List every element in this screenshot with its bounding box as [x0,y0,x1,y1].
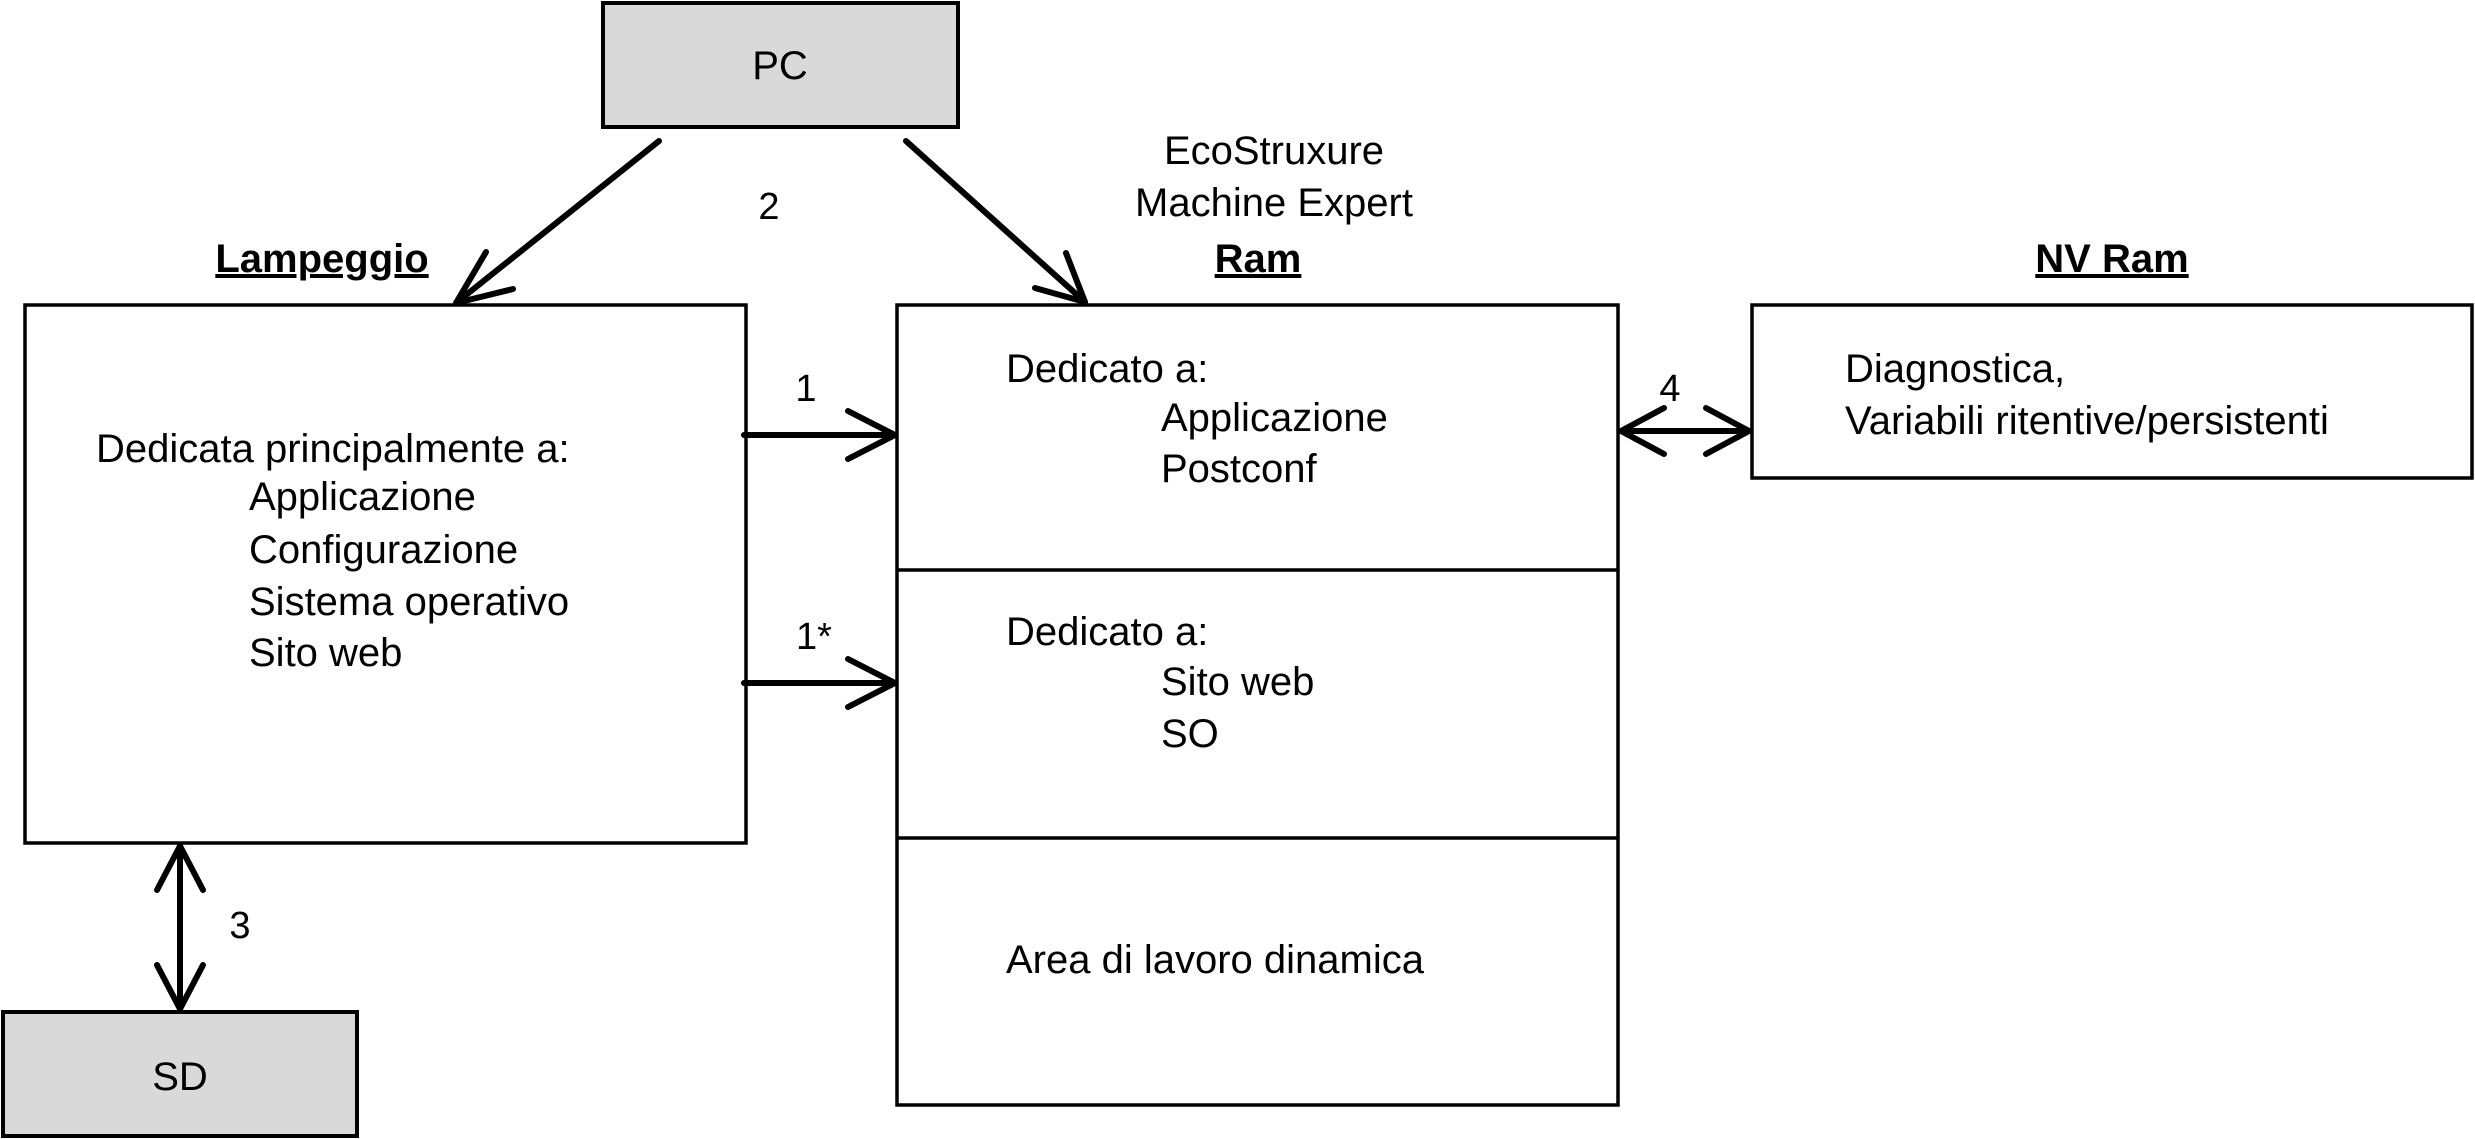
flash-item: Applicazione [249,475,476,519]
ram-box [895,303,1620,1107]
flash-heading: Lampeggio [215,237,428,281]
title-line-2: Machine Expert [1135,181,1413,225]
edge-ram-nvram [1618,405,1752,457]
sd-label: SD [152,1055,208,1099]
ram-section-1-item: Postconf [1161,447,1318,491]
ram-section-2-intro: Dedicato a: [1006,610,1208,654]
nvram-line: Variabili ritentive/persistenti [1845,399,2329,443]
pc-node: PC [601,1,960,129]
ram-node: Dedicato a: Applicazione Postconf Dedica… [895,303,1620,1107]
pc-label: PC [752,44,808,88]
arrow-line [903,138,1088,305]
nvram-node: Diagnostica, Variabili ritentive/persist… [1750,303,2474,480]
edge-label-4: 4 [1659,368,1680,410]
flash-item: Configurazione [249,528,518,572]
arrowhead-left-icon [1618,405,1667,457]
ram-section-2-item: SO [1161,712,1219,756]
sd-box [1,1010,359,1138]
arrowhead-icon [845,408,898,462]
edge-flash-to-ram-1 [741,408,898,462]
flash-node: Dedicata principalmente a: Applicazione … [23,303,748,845]
arrow-line [453,138,662,306]
edge-flash-to-ram-1star [741,656,898,710]
ram-section-3-label: Area di lavoro dinamica [1006,938,1425,982]
ram-section-1-intro: Dedicato a: [1006,347,1208,391]
ram-section-2-item: Sito web [1161,660,1314,704]
nvram-heading: NV Ram [2035,237,2188,281]
ram-section-1-item: Applicazione [1161,396,1388,440]
flash-item: Sistema operativo [249,580,569,624]
edge-pc-to-flash [453,138,662,306]
arrowhead-right-icon [1703,405,1752,457]
edge-label-3: 3 [229,905,250,947]
flash-intro: Dedicata principalmente a: [96,427,570,471]
ram-heading: Ram [1215,237,1302,281]
edge-label-1: 1 [795,368,816,410]
arrowhead-icon [453,249,516,306]
edge-label-1star: 1* [796,616,832,658]
arrowhead-icon [845,656,898,710]
pc-box [601,1,960,129]
edge-label-2: 2 [758,186,779,228]
nvram-box [1750,303,2474,480]
edge-pc-to-ram [903,138,1088,305]
flash-item: Sito web [249,631,402,675]
title-line-1: EcoStruxure [1164,129,1384,173]
arrowhead-down-icon [154,962,206,1012]
flash-box [23,303,748,845]
arrowhead-icon [1032,250,1088,305]
arrowhead-up-icon [154,843,206,893]
nvram-line: Diagnostica, [1845,347,2065,391]
sd-node: SD [1,1010,359,1138]
edge-flash-sd [154,843,206,1012]
